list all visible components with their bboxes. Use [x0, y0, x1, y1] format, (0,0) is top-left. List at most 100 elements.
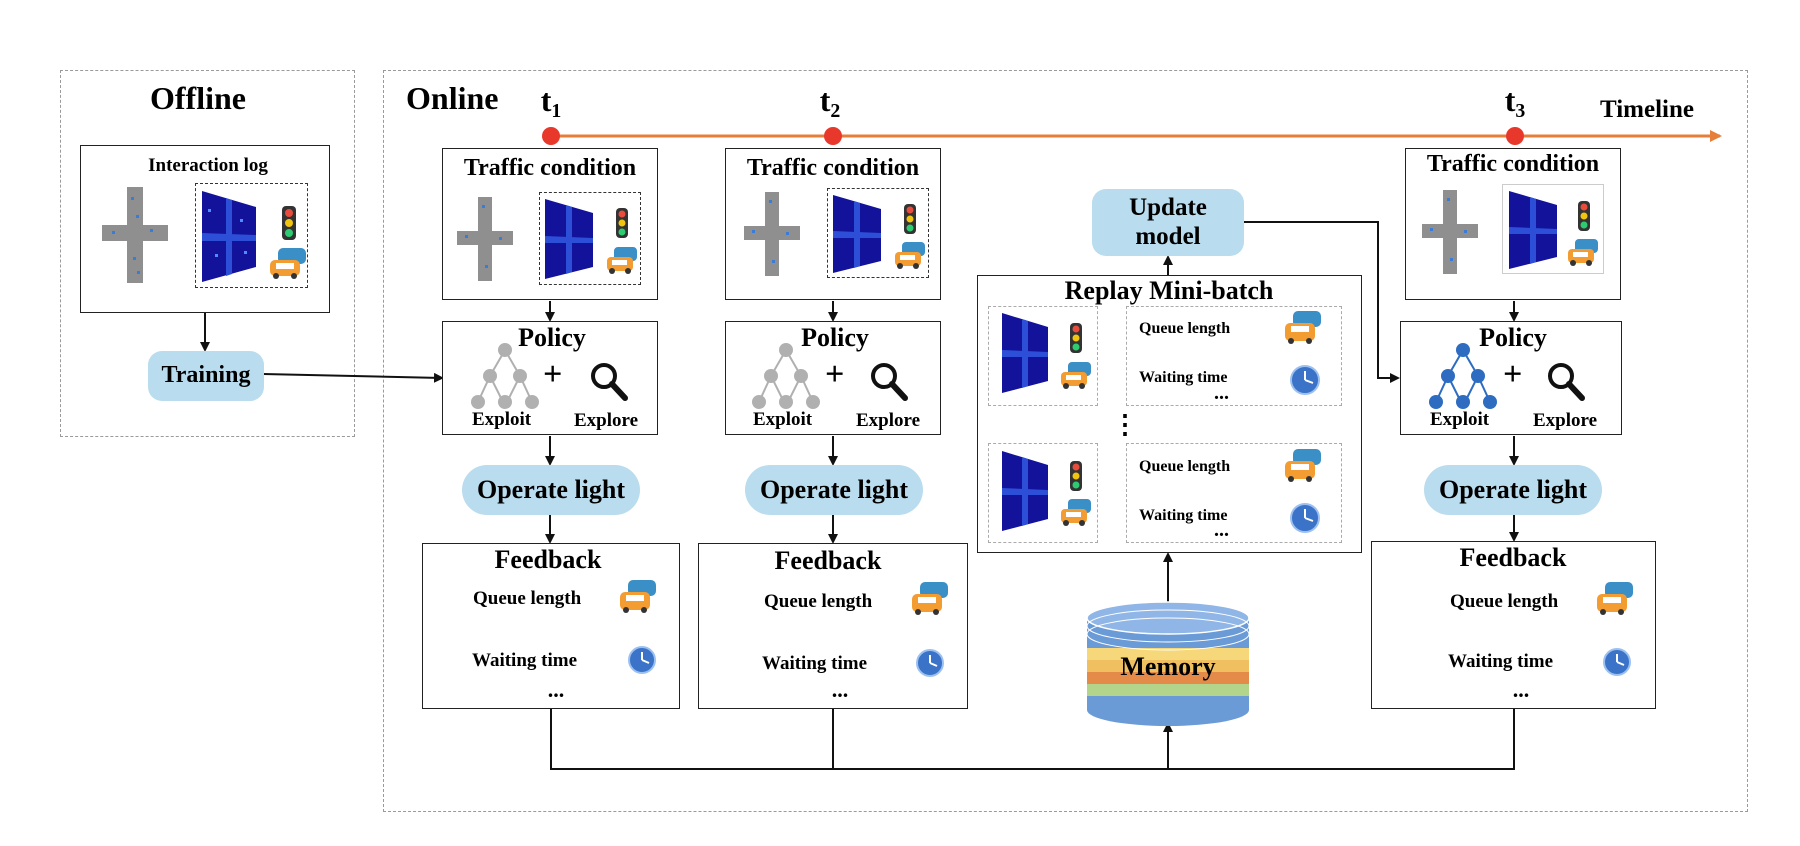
- decision-tree-icon: [751, 342, 821, 415]
- heatmap-panel: [827, 188, 929, 278]
- feedback-title-t1: Feedback: [494, 545, 602, 574]
- intersection-map-image: [455, 195, 515, 288]
- plus-sign: +: [543, 356, 563, 393]
- heatmap-image: [831, 193, 883, 280]
- traffic-light-icon: [903, 203, 917, 240]
- traffic-light-icon: [281, 205, 297, 246]
- replay-sample-stats-panel: [1126, 443, 1342, 543]
- waiting-time-label: Waiting time: [1448, 651, 1554, 672]
- update-model-line1: Update: [1129, 193, 1207, 221]
- time-label-t3: t3: [1504, 82, 1526, 122]
- cars-icon: [268, 246, 308, 285]
- cars-icon: [605, 245, 639, 280]
- waiting-time-label: Waiting time: [1139, 507, 1228, 524]
- plus-sign: +: [1503, 356, 1523, 393]
- cars-icon: [1059, 360, 1093, 395]
- heatmap-image: [1000, 311, 1050, 400]
- clock-icon: [915, 648, 945, 683]
- online-region: [383, 70, 1748, 812]
- cars-icon: [893, 240, 927, 275]
- intersection-map-image: [1420, 188, 1480, 281]
- feedback-box-t2: [698, 543, 968, 709]
- feedback-box-t1: [422, 543, 680, 709]
- heatmap-panel: [539, 192, 641, 285]
- cars-icon: [1283, 309, 1323, 350]
- heatmap-image: [1000, 449, 1050, 538]
- cars-icon: [1283, 447, 1323, 488]
- replay-minibatch-title: Replay Mini-batch: [1064, 276, 1274, 305]
- offline-title: Offline: [150, 80, 246, 116]
- explore-label: Explore: [574, 410, 639, 431]
- policy-title-t3: Policy: [1479, 323, 1547, 352]
- operate-light-pill-t1: Operate light: [462, 465, 640, 515]
- waiting-time-label: Waiting time: [472, 650, 578, 671]
- heatmap-image: [543, 197, 595, 286]
- exploit-label: Exploit: [472, 409, 532, 430]
- timeline-dot-t1: [542, 127, 560, 145]
- policy-box-t3: [1400, 321, 1622, 435]
- traffic-condition-title-t3: Traffic condition: [1426, 151, 1600, 177]
- exploit-label: Exploit: [753, 409, 813, 430]
- heatmap-panel: [195, 183, 308, 288]
- cars-icon: [1566, 237, 1600, 272]
- more-ellipsis: ...: [547, 677, 565, 702]
- intersection-map-image: [100, 185, 170, 290]
- policy-box-t1: [442, 321, 658, 435]
- traffic-light-icon: [615, 207, 629, 244]
- heatmap-panel: [1502, 184, 1604, 274]
- more-ellipsis: ...: [1512, 677, 1530, 702]
- traffic-condition-title-t1: Traffic condition: [463, 155, 637, 181]
- replay-sample-image-panel: [988, 306, 1098, 406]
- queue-length-label: Queue length: [1450, 591, 1559, 612]
- magnifier-icon: [588, 360, 628, 407]
- clock-icon: [1289, 502, 1321, 539]
- more-ellipsis: ...: [1214, 382, 1229, 404]
- heatmap-image: [1507, 189, 1559, 276]
- cars-icon: [1595, 580, 1635, 621]
- online-title: Online: [406, 80, 499, 116]
- decision-tree-icon-trained: [1428, 342, 1498, 415]
- queue-length-label: Queue length: [1139, 458, 1231, 475]
- offline-region: [60, 70, 355, 437]
- timeline-dot-t2: [824, 127, 842, 145]
- heatmap-image: [200, 189, 258, 289]
- feedback-title-t3: Feedback: [1459, 543, 1567, 572]
- clock-icon: [627, 645, 657, 680]
- cars-icon: [910, 580, 950, 621]
- timeline-label: Timeline: [1600, 96, 1694, 123]
- memory-label: Memory: [1120, 652, 1216, 681]
- feedback-title-t2: Feedback: [774, 546, 882, 575]
- memory-cylinder-icon: [1085, 600, 1251, 735]
- clock-icon: [1602, 647, 1632, 682]
- policy-box-t2: [725, 321, 941, 435]
- queue-length-label: Queue length: [764, 591, 873, 612]
- intersection-map-image: [742, 190, 802, 283]
- timeline-dot-t3: [1506, 127, 1524, 145]
- policy-title-t2: Policy: [801, 323, 869, 352]
- operate-light-pill-t3: Operate light: [1424, 465, 1602, 515]
- replay-sample-image-panel: [988, 443, 1098, 543]
- vertical-ellipsis: ⋮: [1112, 410, 1138, 439]
- policy-title-t1: Policy: [518, 323, 586, 352]
- update-model-line2: model: [1135, 222, 1201, 250]
- time-label-t2: t2: [819, 82, 841, 122]
- interaction-log-title: Interaction log: [148, 155, 268, 176]
- more-ellipsis: ...: [831, 677, 849, 702]
- traffic-light-icon: [1069, 460, 1083, 497]
- more-ellipsis: ...: [1214, 519, 1229, 541]
- explore-label: Explore: [1533, 410, 1598, 431]
- magnifier-icon: [1545, 360, 1585, 407]
- waiting-time-label: Waiting time: [762, 653, 868, 674]
- queue-length-label: Queue length: [473, 588, 582, 609]
- operate-light-pill-t2: Operate light: [745, 465, 923, 515]
- time-label-t1: t1: [540, 82, 562, 122]
- training-pill: Training: [148, 351, 264, 401]
- traffic-light-icon: [1577, 200, 1591, 237]
- cars-icon: [1059, 497, 1093, 532]
- feedback-box-t3: [1371, 541, 1656, 709]
- explore-label: Explore: [856, 410, 921, 431]
- traffic-light-icon: [1069, 322, 1083, 359]
- cars-icon: [618, 578, 658, 619]
- queue-length-label: Queue length: [1139, 320, 1231, 337]
